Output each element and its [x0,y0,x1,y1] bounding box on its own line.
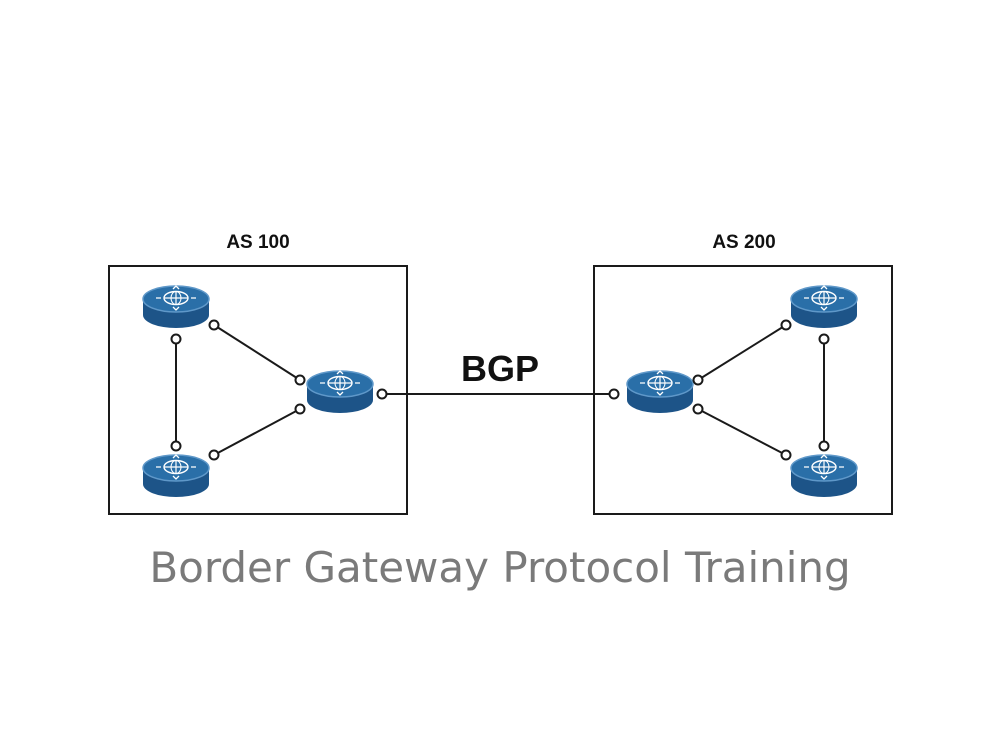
interface-port [818,440,830,452]
interface-port [780,319,792,331]
router-icon [790,454,858,498]
interface-port [294,403,306,415]
interface-port [170,440,182,452]
interface-port [692,374,704,386]
as-200-label: AS 200 [712,232,775,253]
interface-port [608,388,620,400]
interface-port [692,403,704,415]
interface-port [208,449,220,461]
router-icon [142,454,210,498]
router-icon [306,370,374,414]
bgp-label: BGP [461,348,539,389]
interface-port [818,333,830,345]
interface-port [376,388,388,400]
as-200-link-upper [697,324,787,381]
caption-title: Border Gateway Protocol Training [149,543,850,592]
router-icon [626,370,694,414]
as-100-link-upper [213,324,301,381]
router-icon [142,285,210,329]
interface-port [208,319,220,331]
as-200-link-lower [697,408,787,456]
interface-port [170,333,182,345]
as-100-link-lower [213,408,301,456]
interface-port [294,374,306,386]
router-icon [790,285,858,329]
as-100-label: AS 100 [226,232,289,253]
interface-port [780,449,792,461]
